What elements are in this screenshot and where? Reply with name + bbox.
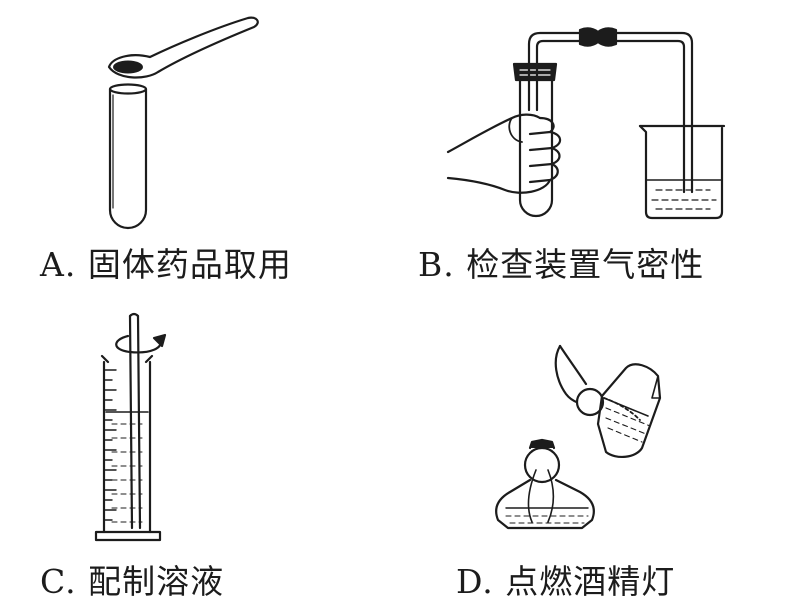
caption-d-letter: D.: [456, 562, 494, 601]
measuring-cylinder: [94, 354, 162, 542]
caption-b-text: 检查装置气密性: [466, 245, 705, 284]
caption-b: B. 检查装置气密性: [418, 238, 704, 286]
caption-c: C. 配制溶液: [40, 555, 224, 603]
rubber-connector: [578, 27, 618, 47]
caption-b-letter: B.: [418, 245, 455, 284]
caption-d-text: 点燃酒精灯: [505, 562, 676, 601]
caption-a-text: 固体药品取用: [87, 245, 292, 284]
caption-c-letter: C.: [40, 562, 77, 601]
glass-rod: [128, 312, 142, 530]
panel-b-illustration: [446, 27, 726, 220]
test-tube-b: [518, 78, 554, 218]
alcohol-lamp-tilted: [554, 344, 662, 458]
caption-c-text: 配制溶液: [88, 562, 225, 601]
panel-a-illustration: [107, 16, 259, 230]
rubber-stopper: [512, 62, 558, 82]
panel-c-illustration: [94, 312, 167, 542]
test-tube-a: [108, 83, 148, 230]
caption-a-letter: A.: [40, 245, 77, 284]
spoon: [107, 16, 259, 79]
glass-tube: [527, 31, 694, 194]
caption-d: D. 点燃酒精灯: [456, 555, 675, 603]
beaker: [638, 124, 726, 220]
panel-d-illustration: [495, 344, 662, 530]
hand: [446, 113, 562, 194]
solid-powder: [113, 60, 143, 74]
caption-a: A. 固体药品取用: [40, 238, 292, 286]
stirring-arrow: [115, 333, 167, 354]
alcohol-lamp-upright: [495, 438, 595, 530]
